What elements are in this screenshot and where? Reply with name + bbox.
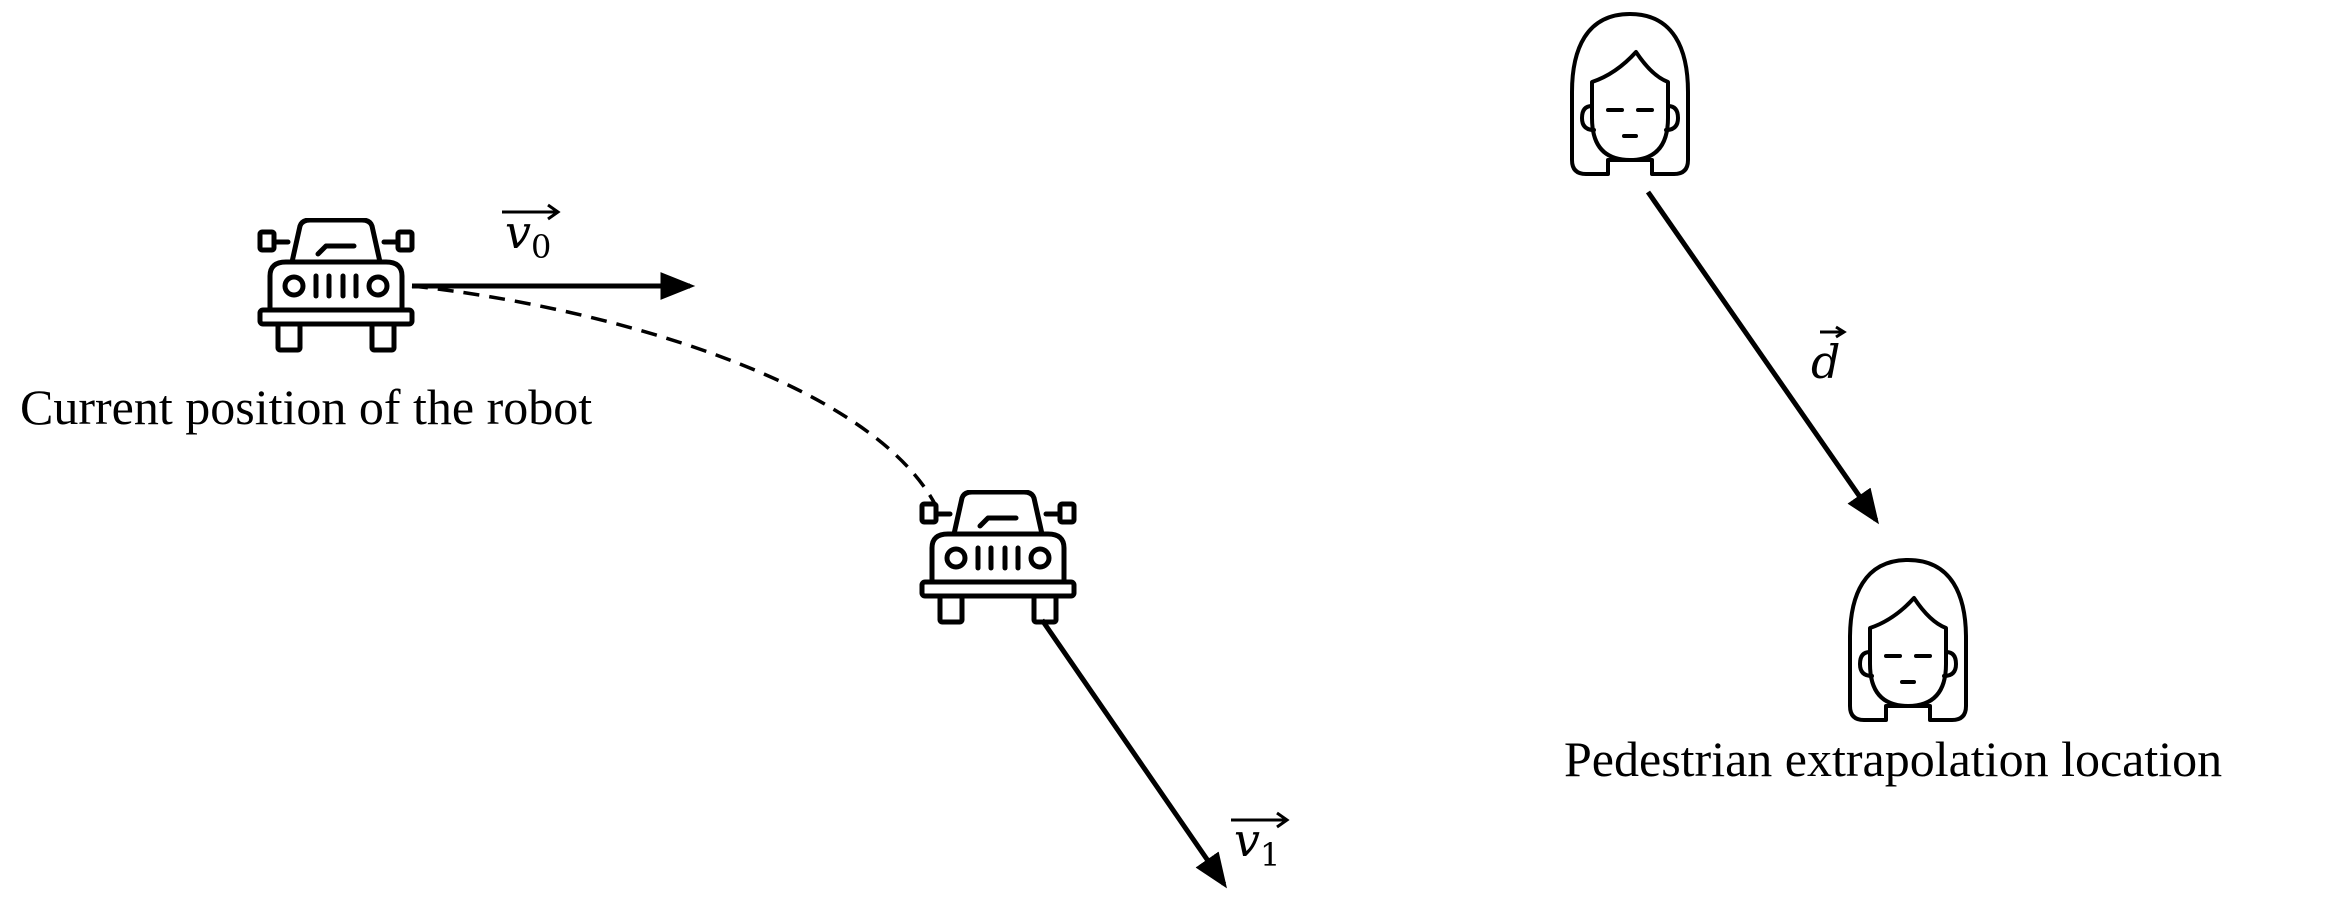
robot-current (260, 220, 412, 350)
label-v1-symbol: v (1234, 813, 1260, 867)
robot-trajectory-dashed (411, 284, 938, 507)
pedestrian-extrapolated (1848, 558, 1968, 722)
woman-face-icon (1570, 12, 1690, 176)
woman-face-icon (1848, 558, 1968, 722)
car-icon (260, 220, 412, 350)
label-d: d (1811, 325, 1847, 389)
displacement-arrow-d (1645, 190, 1879, 525)
svg-text:v0: v0 (505, 205, 551, 266)
caption-pedestrian-extrapolated: Pedestrian extrapolation location (1564, 731, 2222, 787)
label-v0: v0 (502, 203, 561, 266)
label-v1: v1 (1231, 811, 1290, 874)
label-v1-subscript: 1 (1260, 836, 1280, 874)
robot-future (922, 492, 1074, 622)
velocity-arrow-v1 (1039, 618, 1227, 889)
svg-text:v1: v1 (1234, 813, 1280, 874)
pedestrian-current (1570, 12, 1690, 176)
label-v0-subscript: 0 (531, 228, 551, 266)
label-v0-symbol: v (505, 205, 531, 259)
caption-robot-current: Current position of the robot (20, 379, 592, 435)
car-icon (922, 492, 1074, 622)
label-d-symbol: d (1811, 335, 1840, 389)
